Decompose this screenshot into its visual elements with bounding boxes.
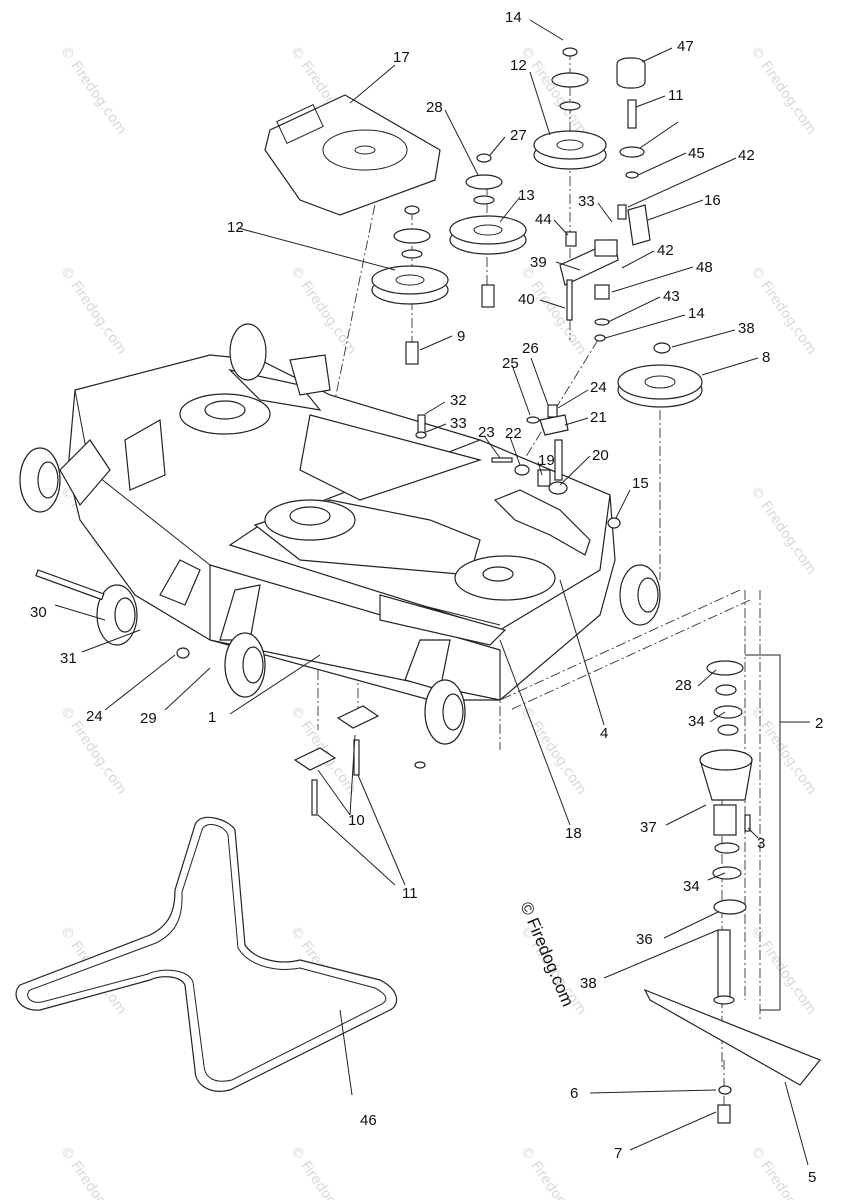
callout-label: 3 (757, 835, 765, 852)
callout-label: 28 (675, 677, 692, 694)
callout-label: 42 (657, 242, 674, 259)
callout-label: 45 (688, 145, 705, 162)
callout-label: 42 (738, 147, 755, 164)
watermark-text: © Firedog.com (57, 263, 130, 357)
callout-label: 4 (600, 725, 608, 742)
callout-label: 26 (522, 340, 539, 357)
hardware (35, 47, 671, 816)
callout-label: 34 (683, 878, 700, 895)
callout-label: 20 (592, 447, 609, 464)
callout-label: 14 (505, 9, 522, 26)
watermark-text: © Firedog.com (747, 263, 820, 357)
callout-label: 29 (140, 710, 157, 727)
callout-label: 7 (614, 1145, 622, 1162)
callout-label: 28 (426, 99, 443, 116)
callout-label: 17 (393, 49, 410, 66)
watermark-text: © Firedog.com (57, 1143, 130, 1200)
callout-label: 19 (538, 452, 555, 469)
callout-label: 16 (704, 192, 721, 209)
callout-label: 22 (505, 425, 522, 442)
callout-label: 40 (518, 291, 535, 308)
callout-label: 14 (688, 305, 705, 322)
watermark-text: © Firedog.com (747, 483, 820, 577)
watermark-text: © Firedog.com (287, 1143, 360, 1200)
callout-label: 33 (578, 193, 595, 210)
callout-label: 32 (450, 392, 467, 409)
idler-pulleys (371, 130, 703, 408)
callout-label: 48 (696, 259, 713, 276)
callout-label: 5 (808, 1169, 816, 1186)
callout-label: 9 (457, 328, 465, 345)
callout-label: 18 (565, 825, 582, 842)
callout-label: 24 (590, 379, 607, 396)
callout-label: 33 (450, 415, 467, 432)
mower-deck (59, 354, 616, 701)
callout-label: 12 (510, 57, 527, 74)
watermark-text: © Firedog.com (517, 703, 590, 797)
callout-label: 12 (227, 219, 244, 236)
callout-label: 11 (402, 885, 418, 902)
callout-leaders (54, 19, 810, 1166)
drive-belt (15, 816, 398, 1092)
spindle-assembly (643, 660, 821, 1124)
callout-label: 38 (738, 320, 755, 337)
callout-label: 44 (535, 211, 552, 228)
watermark-text: © Firedog.com (747, 43, 820, 137)
callout-label: 36 (636, 931, 653, 948)
callout-label: 31 (60, 650, 77, 667)
callout-label: 39 (530, 254, 547, 271)
watermark-text: © Firedog.com (287, 263, 360, 357)
belt-cover (264, 94, 441, 216)
callout-labels: 14 47 12 11 17 27 28 45 42 13 33 16 44 3… (30, 9, 823, 1186)
callout-label: 38 (580, 975, 597, 992)
watermark-text: © Firedog.com (517, 1143, 590, 1200)
callout-label: 13 (518, 187, 535, 204)
copyright-text: © Firedog.com (516, 899, 577, 1009)
callout-label: 47 (677, 38, 694, 55)
callout-label: 10 (348, 812, 365, 829)
callout-label: 21 (590, 409, 607, 426)
callout-label: 23 (478, 424, 495, 441)
callout-label: 34 (688, 713, 705, 730)
callout-label: 1 (208, 709, 216, 726)
watermark-text: © Firedog.com (747, 703, 820, 797)
callout-label: 27 (510, 127, 527, 144)
callout-label: 11 (668, 87, 684, 104)
watermark-text: © Firedog.com (57, 43, 130, 137)
callout-label: 43 (663, 288, 680, 305)
callout-label: 2 (815, 715, 823, 732)
callout-label: 46 (360, 1112, 377, 1129)
callout-label: 30 (30, 604, 47, 621)
callout-label: 8 (762, 349, 770, 366)
callout-label: 25 (502, 355, 519, 372)
watermark-text: © Firedog.com (517, 43, 590, 137)
callout-label: 15 (632, 475, 649, 492)
callout-label: 24 (86, 708, 103, 725)
deck-wheels (19, 323, 661, 745)
callout-label: 37 (640, 819, 657, 836)
watermark-text: © Firedog.com (747, 923, 820, 1017)
callout-label: 6 (570, 1085, 578, 1102)
